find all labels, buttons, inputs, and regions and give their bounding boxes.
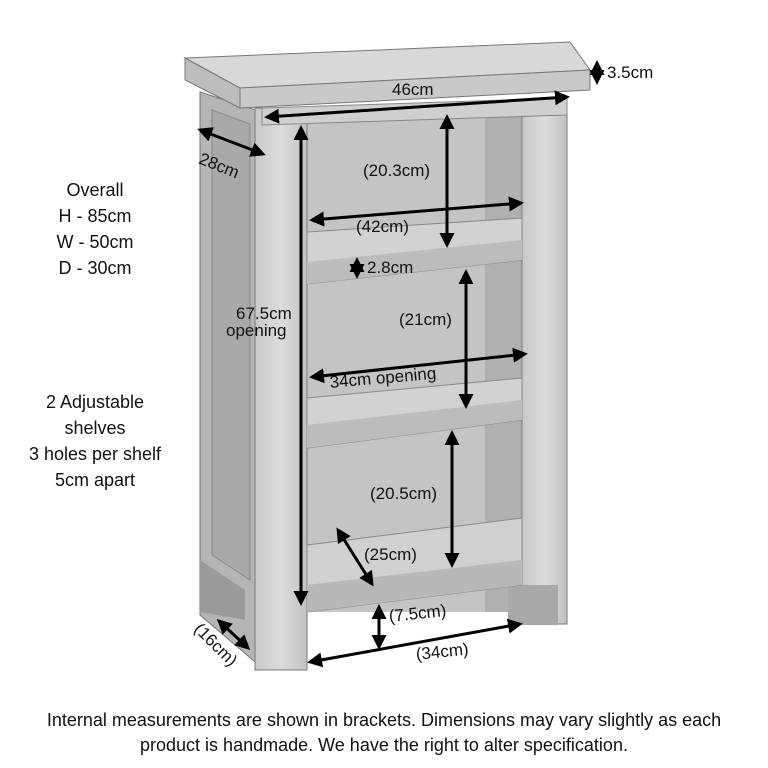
shelves-note-line: shelves bbox=[64, 418, 126, 438]
disclaimer: Internal measurements are shown in brack… bbox=[0, 708, 768, 758]
arrow-top-depth bbox=[197, 127, 266, 157]
shelves-note-line: 5cm apart bbox=[54, 470, 136, 490]
label-top-width: 46cm bbox=[392, 80, 434, 99]
label-opening-height-value: 67.5cm bbox=[236, 304, 292, 323]
arrow-upper-width bbox=[309, 196, 524, 227]
front-right-upright bbox=[521, 99, 568, 625]
side-panel bbox=[199, 91, 263, 670]
overall-depth: D - 30cm bbox=[58, 258, 132, 278]
label-top-thickness: 3.5cm bbox=[607, 63, 654, 82]
overall-heading: Overall bbox=[66, 180, 124, 200]
label-middle-height: (21cm) bbox=[399, 310, 452, 329]
label-opening-height-text: opening bbox=[226, 321, 287, 340]
arrow-opening-width bbox=[309, 347, 528, 384]
arrow-top-width bbox=[264, 90, 570, 124]
arrow-base-width bbox=[307, 618, 523, 668]
rear-right-leg bbox=[508, 585, 558, 625]
disclaimer-line-1: Internal measurements are shown in brack… bbox=[46, 710, 722, 730]
shelves-note-line: 2 Adjustable bbox=[45, 392, 145, 412]
label-shelf-thickness: 2.8cm bbox=[367, 258, 414, 277]
dimension-arrows bbox=[197, 60, 605, 668]
shelves-note-line: 3 holes per shelf bbox=[28, 444, 162, 464]
top-slab bbox=[183, 41, 591, 109]
arrow-shelf-depth bbox=[336, 527, 374, 587]
shelves-note: 2 Adjustable shelves 3 holes per shelf 5… bbox=[10, 389, 180, 493]
overall-height: H - 85cm bbox=[58, 206, 132, 226]
label-shelf-depth: (25cm) bbox=[364, 545, 417, 564]
label-upper-width: (42cm) bbox=[356, 217, 409, 236]
disclaimer-line-2: product is handmade. We have the right t… bbox=[140, 735, 628, 755]
overall-width: W - 50cm bbox=[56, 232, 134, 252]
front-left-upright bbox=[254, 107, 308, 671]
label-upper-height: (20.3cm) bbox=[363, 161, 431, 180]
label-lower-height: (20.5cm) bbox=[370, 484, 438, 503]
overall-dimensions: Overall H - 85cm W - 50cm D - 30cm bbox=[30, 177, 160, 281]
arrow-leg-depth bbox=[216, 618, 251, 651]
